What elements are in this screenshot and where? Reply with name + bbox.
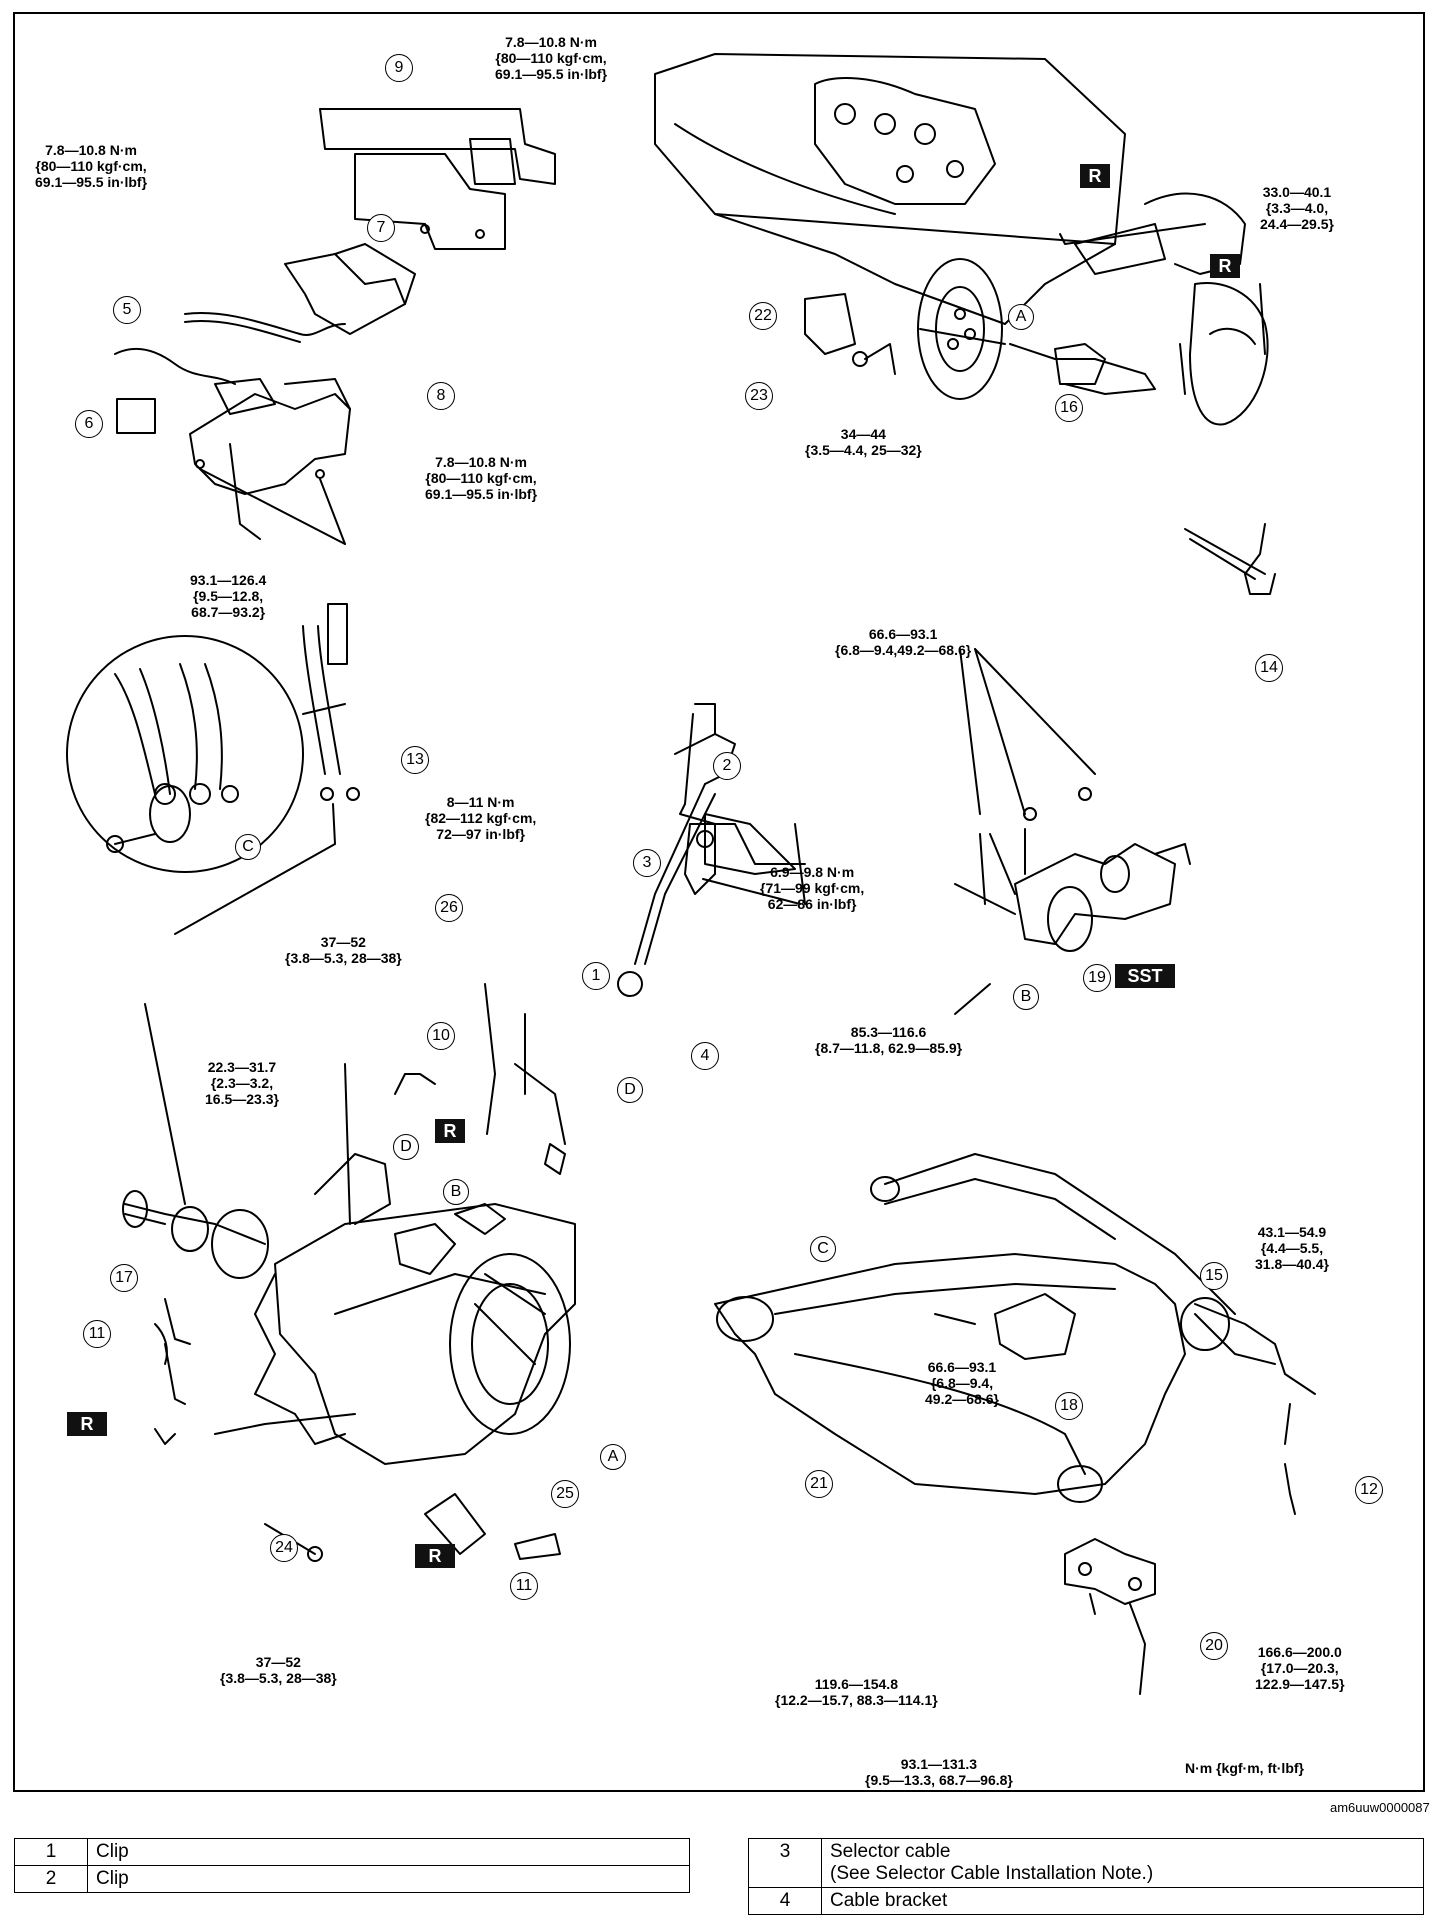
- callout-number: 18: [1055, 1392, 1083, 1420]
- torque-spec: 37—52 {3.8—5.3, 28—38}: [220, 1654, 337, 1686]
- callout-number: 22: [749, 302, 777, 330]
- letter-callout: A: [1008, 304, 1034, 330]
- letter-callout: C: [235, 834, 261, 860]
- torque-spec: 7.8—10.8 N·m {80—110 kgf·cm, 69.1—95.5 i…: [495, 34, 608, 82]
- parts-table-left: 1 Clip 2 Clip: [14, 1838, 690, 1893]
- callout-number: 12: [1355, 1476, 1383, 1504]
- torque-spec: 119.6—154.8 {12.2—15.7, 88.3—114.1}: [775, 1676, 938, 1708]
- callout-number: 14: [1255, 654, 1283, 682]
- part-note: (See Selector Cable Installation Note.): [830, 1863, 1154, 1884]
- callout-number: 11: [510, 1572, 538, 1600]
- torque-spec: 166.6—200.0 {17.0—20.3, 122.9—147.5}: [1255, 1644, 1345, 1692]
- harness-bracket-group: [114, 108, 556, 545]
- engine-flywheel-group: [654, 53, 1276, 595]
- callout-number: 24: [270, 1534, 298, 1562]
- engine-mount-group: [954, 648, 1191, 1015]
- part-number: 2: [14, 1865, 88, 1893]
- replace-badge: R: [415, 1544, 455, 1568]
- torque-spec: 85.3—116.6 {8.7—11.8, 62.9—85.9}: [815, 1024, 963, 1056]
- joint-shaft-detail-group: [66, 603, 360, 935]
- letter-callout: B: [443, 1179, 469, 1205]
- callout-number: 19: [1083, 964, 1111, 992]
- callout-number: 4: [691, 1042, 719, 1070]
- callout-number: 21: [805, 1470, 833, 1498]
- torque-spec: 66.6—93.1 {6.8—9.4,49.2—68.6}: [835, 626, 972, 658]
- torque-spec: 6.9—9.8 N·m {71—99 kgf·cm, 62—86 in·lbf}: [760, 864, 865, 912]
- diagram-frame: 7.8—10.8 N·m {80—110 kgf·cm, 69.1—95.5 i…: [13, 12, 1425, 1792]
- callout-number: 16: [1055, 394, 1083, 422]
- table-row: 1 Clip: [14, 1838, 690, 1866]
- part-name: Clip: [87, 1838, 690, 1866]
- callout-number: 23: [745, 382, 773, 410]
- crossmember-group: [714, 1153, 1316, 1695]
- sst-badge: SST: [1115, 964, 1175, 988]
- callout-number: 7: [367, 214, 395, 242]
- part-name: Clip: [87, 1865, 690, 1893]
- torque-spec: 93.1—126.4 {9.5—12.8, 68.7—93.2}: [190, 572, 267, 620]
- callout-number: 3: [633, 849, 661, 877]
- callout-number: 25: [551, 1480, 579, 1508]
- part-number: 3: [748, 1838, 822, 1888]
- letter-callout: A: [600, 1444, 626, 1470]
- callout-number: 8: [427, 382, 455, 410]
- part-name-text: Selector cable: [830, 1841, 951, 1862]
- part-name: Cable bracket: [821, 1887, 1424, 1915]
- parts-table-right: 3 Selector cable (See Selector Cable Ins…: [748, 1838, 1424, 1915]
- replace-badge: R: [67, 1412, 107, 1436]
- part-number: 4: [748, 1887, 822, 1915]
- torque-spec: 43.1—54.9 {4.4—5.5, 31.8—40.4}: [1255, 1224, 1329, 1272]
- table-row: 2 Clip: [14, 1865, 690, 1893]
- torque-spec: 7.8—10.8 N·m {80—110 kgf·cm, 69.1—95.5 i…: [35, 142, 148, 190]
- callout-number: 26: [435, 894, 463, 922]
- callout-number: 15: [1200, 1262, 1228, 1290]
- table-row: 4 Cable bracket: [748, 1887, 1424, 1915]
- torque-spec: 34—44 {3.5—4.4, 25—32}: [805, 426, 922, 458]
- callout-number: 17: [110, 1264, 138, 1292]
- letter-callout: C: [810, 1236, 836, 1262]
- callout-number: 6: [75, 410, 103, 438]
- callout-number: 9: [385, 54, 413, 82]
- callout-number: 1: [582, 962, 610, 990]
- torque-spec: 37—52 {3.8—5.3, 28—38}: [285, 934, 402, 966]
- callout-number: 10: [427, 1022, 455, 1050]
- letter-callout: B: [1013, 984, 1039, 1010]
- units-label: N·m {kgf·m, ft·lbf}: [1185, 1760, 1304, 1776]
- torque-spec: 66.6—93.1 {6.8—9.4, 49.2—68.6}: [925, 1359, 999, 1407]
- torque-spec: 7.8—10.8 N·m {80—110 kgf·cm, 69.1—95.5 i…: [425, 454, 538, 502]
- torque-spec: 33.0—40.1 {3.3—4.0, 24.4—29.5}: [1260, 184, 1334, 232]
- replace-badge: R: [1080, 164, 1110, 188]
- reference-code: am6uuw0000087: [1330, 1800, 1430, 1815]
- torque-spec: 8—11 N·m {82—112 kgf·cm, 72—97 in·lbf}: [425, 794, 537, 842]
- part-number: 1: [14, 1838, 88, 1866]
- selector-cable-group: [617, 703, 806, 997]
- callout-number: 2: [713, 752, 741, 780]
- callout-number: 5: [113, 296, 141, 324]
- callout-number: 13: [401, 746, 429, 774]
- exploded-view-drawing: [66, 53, 1316, 1695]
- letter-callout: D: [617, 1077, 643, 1103]
- replace-badge: R: [435, 1119, 465, 1143]
- callout-number: 11: [83, 1320, 111, 1348]
- torque-spec: 22.3—31.7 {2.3—3.2, 16.5—23.3}: [205, 1059, 279, 1107]
- replace-badge: R: [1210, 254, 1240, 278]
- callout-number: 20: [1200, 1632, 1228, 1660]
- torque-spec: 93.1—131.3 {9.5—13.3, 68.7—96.8}: [865, 1756, 1013, 1788]
- part-name: Selector cable (See Selector Cable Insta…: [821, 1838, 1424, 1888]
- transaxle-group: [122, 983, 576, 1562]
- letter-callout: D: [393, 1134, 419, 1160]
- table-row: 3 Selector cable (See Selector Cable Ins…: [748, 1838, 1424, 1888]
